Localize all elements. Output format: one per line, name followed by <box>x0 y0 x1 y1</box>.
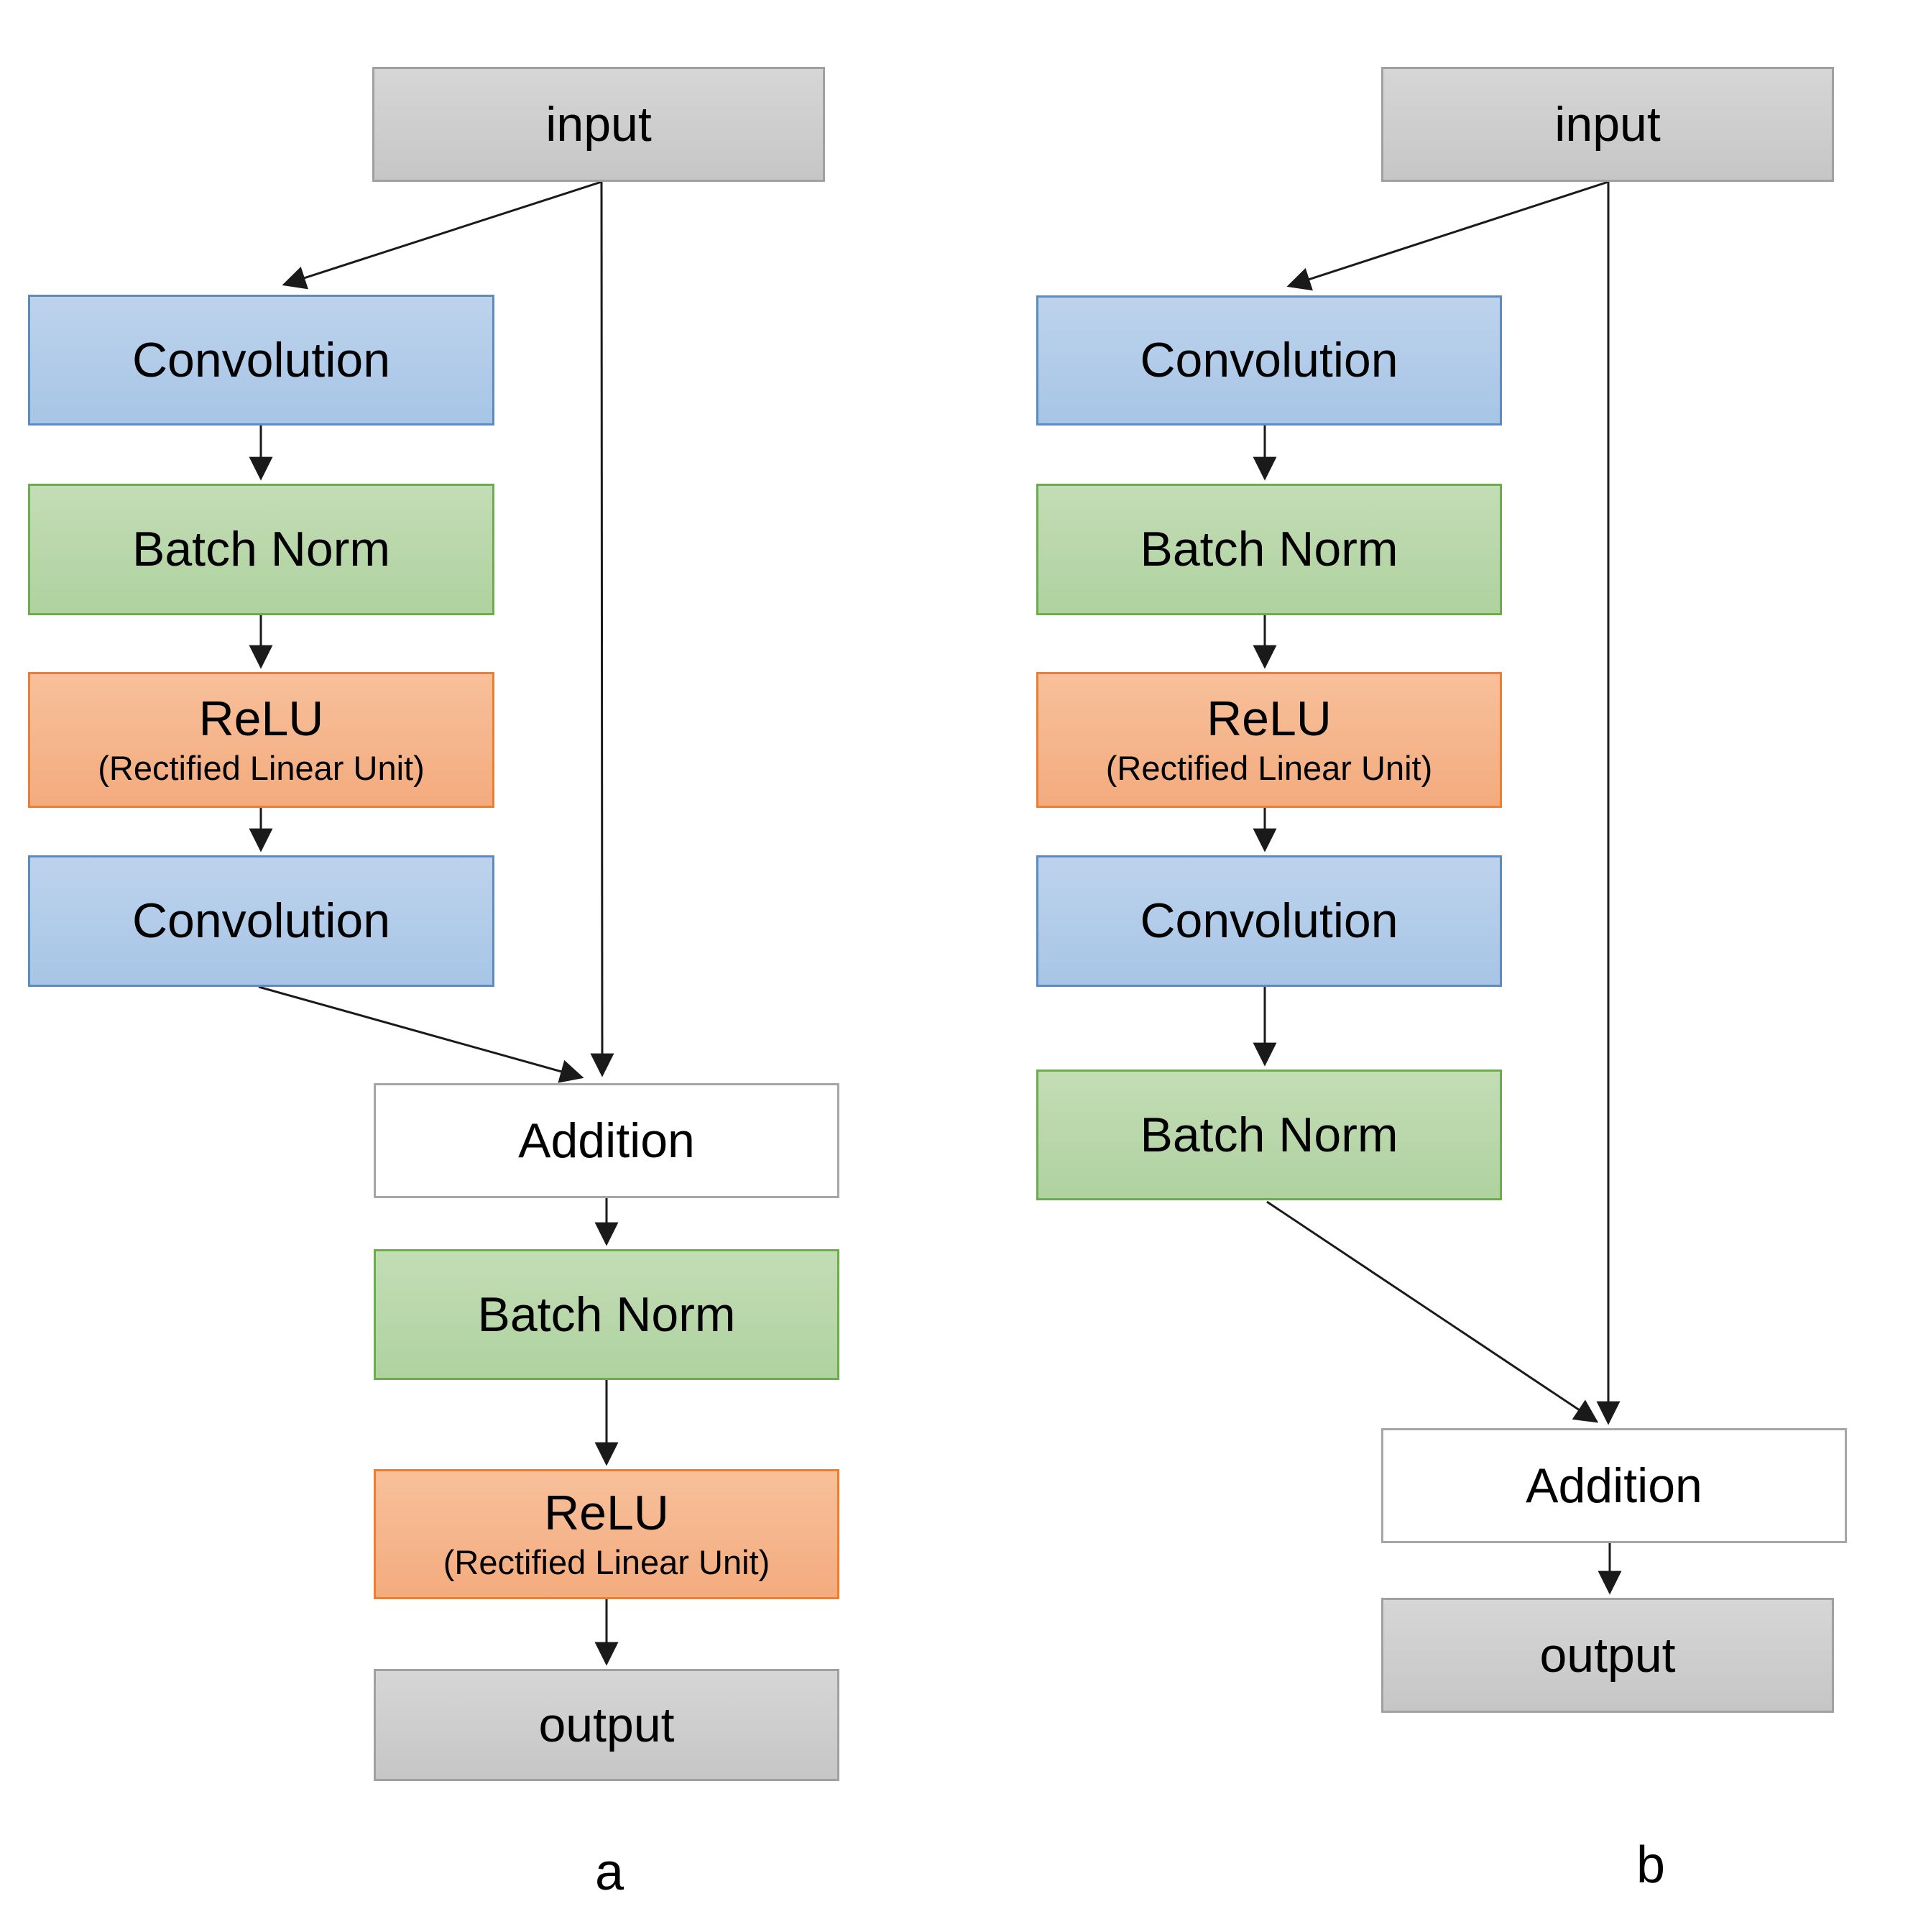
node-output-b: output <box>1381 1598 1834 1713</box>
node-input-a: input <box>372 67 825 182</box>
node-input-b: input <box>1381 67 1834 182</box>
node-relu-2-a-subtitle: (Rectified Linear Unit) <box>443 1542 770 1581</box>
node-batch-norm-1-a-label: Batch Norm <box>132 522 390 577</box>
arrow-a-input-skip-to-addition <box>590 181 614 1077</box>
node-relu-1-a-title: ReLU <box>198 691 324 747</box>
node-convolution-1-b: Convolution <box>1036 295 1502 426</box>
node-convolution-2-a: Convolution <box>28 855 494 987</box>
node-input-a-label: input <box>545 96 652 152</box>
node-relu-1-a: ReLU (Rectified Linear Unit) <box>28 672 494 808</box>
node-addition-b: Addition <box>1381 1428 1847 1543</box>
node-batch-norm-2-a: Batch Norm <box>374 1249 839 1380</box>
node-relu-1-b: ReLU (Rectified Linear Unit) <box>1036 672 1502 808</box>
node-relu-1-a-subtitle: (Rectified Linear Unit) <box>98 748 425 787</box>
arrow-a-conv2-to-addition <box>258 985 584 1083</box>
node-relu-2-a-title: ReLU <box>544 1486 669 1541</box>
node-relu-2-a: ReLU (Rectified Linear Unit) <box>374 1469 839 1599</box>
arrow-b-input-to-conv1 <box>1286 180 1609 291</box>
node-convolution-2-b: Convolution <box>1036 855 1502 987</box>
node-batch-norm-2-b-label: Batch Norm <box>1140 1107 1398 1162</box>
diagram-a-caption: a <box>566 1836 653 1908</box>
node-convolution-1-a: Convolution <box>28 295 494 426</box>
node-addition-a-label: Addition <box>518 1113 695 1168</box>
arrow-a-input-to-conv1 <box>282 180 602 290</box>
node-batch-norm-1-a: Batch Norm <box>28 484 494 615</box>
node-input-b-label: input <box>1554 96 1661 152</box>
node-convolution-2-b-label: Convolution <box>1140 893 1398 949</box>
node-batch-norm-1-b-label: Batch Norm <box>1140 522 1398 577</box>
arrow-b-bn2-to-addition <box>1266 1200 1599 1423</box>
node-relu-1-b-subtitle: (Rectified Linear Unit) <box>1105 748 1433 787</box>
node-convolution-1-a-label: Convolution <box>132 332 391 387</box>
node-output-a-label: output <box>538 1697 675 1752</box>
node-batch-norm-2-b: Batch Norm <box>1036 1070 1502 1200</box>
node-convolution-1-b-label: Convolution <box>1140 333 1398 388</box>
node-output-a: output <box>374 1669 839 1781</box>
diagram-a-caption-text: a <box>594 1844 624 1901</box>
node-addition-b-label: Addition <box>1526 1458 1702 1513</box>
diagram-b-caption: b <box>1608 1829 1694 1901</box>
node-addition-a: Addition <box>374 1083 839 1198</box>
node-convolution-2-a-label: Convolution <box>132 893 391 949</box>
node-output-b-label: output <box>1539 1627 1676 1683</box>
diagram-b-caption-text: b <box>1636 1836 1666 1894</box>
node-relu-1-b-title: ReLU <box>1207 691 1332 747</box>
node-batch-norm-2-a-label: Batch Norm <box>477 1287 736 1342</box>
node-batch-norm-1-b: Batch Norm <box>1036 484 1502 615</box>
